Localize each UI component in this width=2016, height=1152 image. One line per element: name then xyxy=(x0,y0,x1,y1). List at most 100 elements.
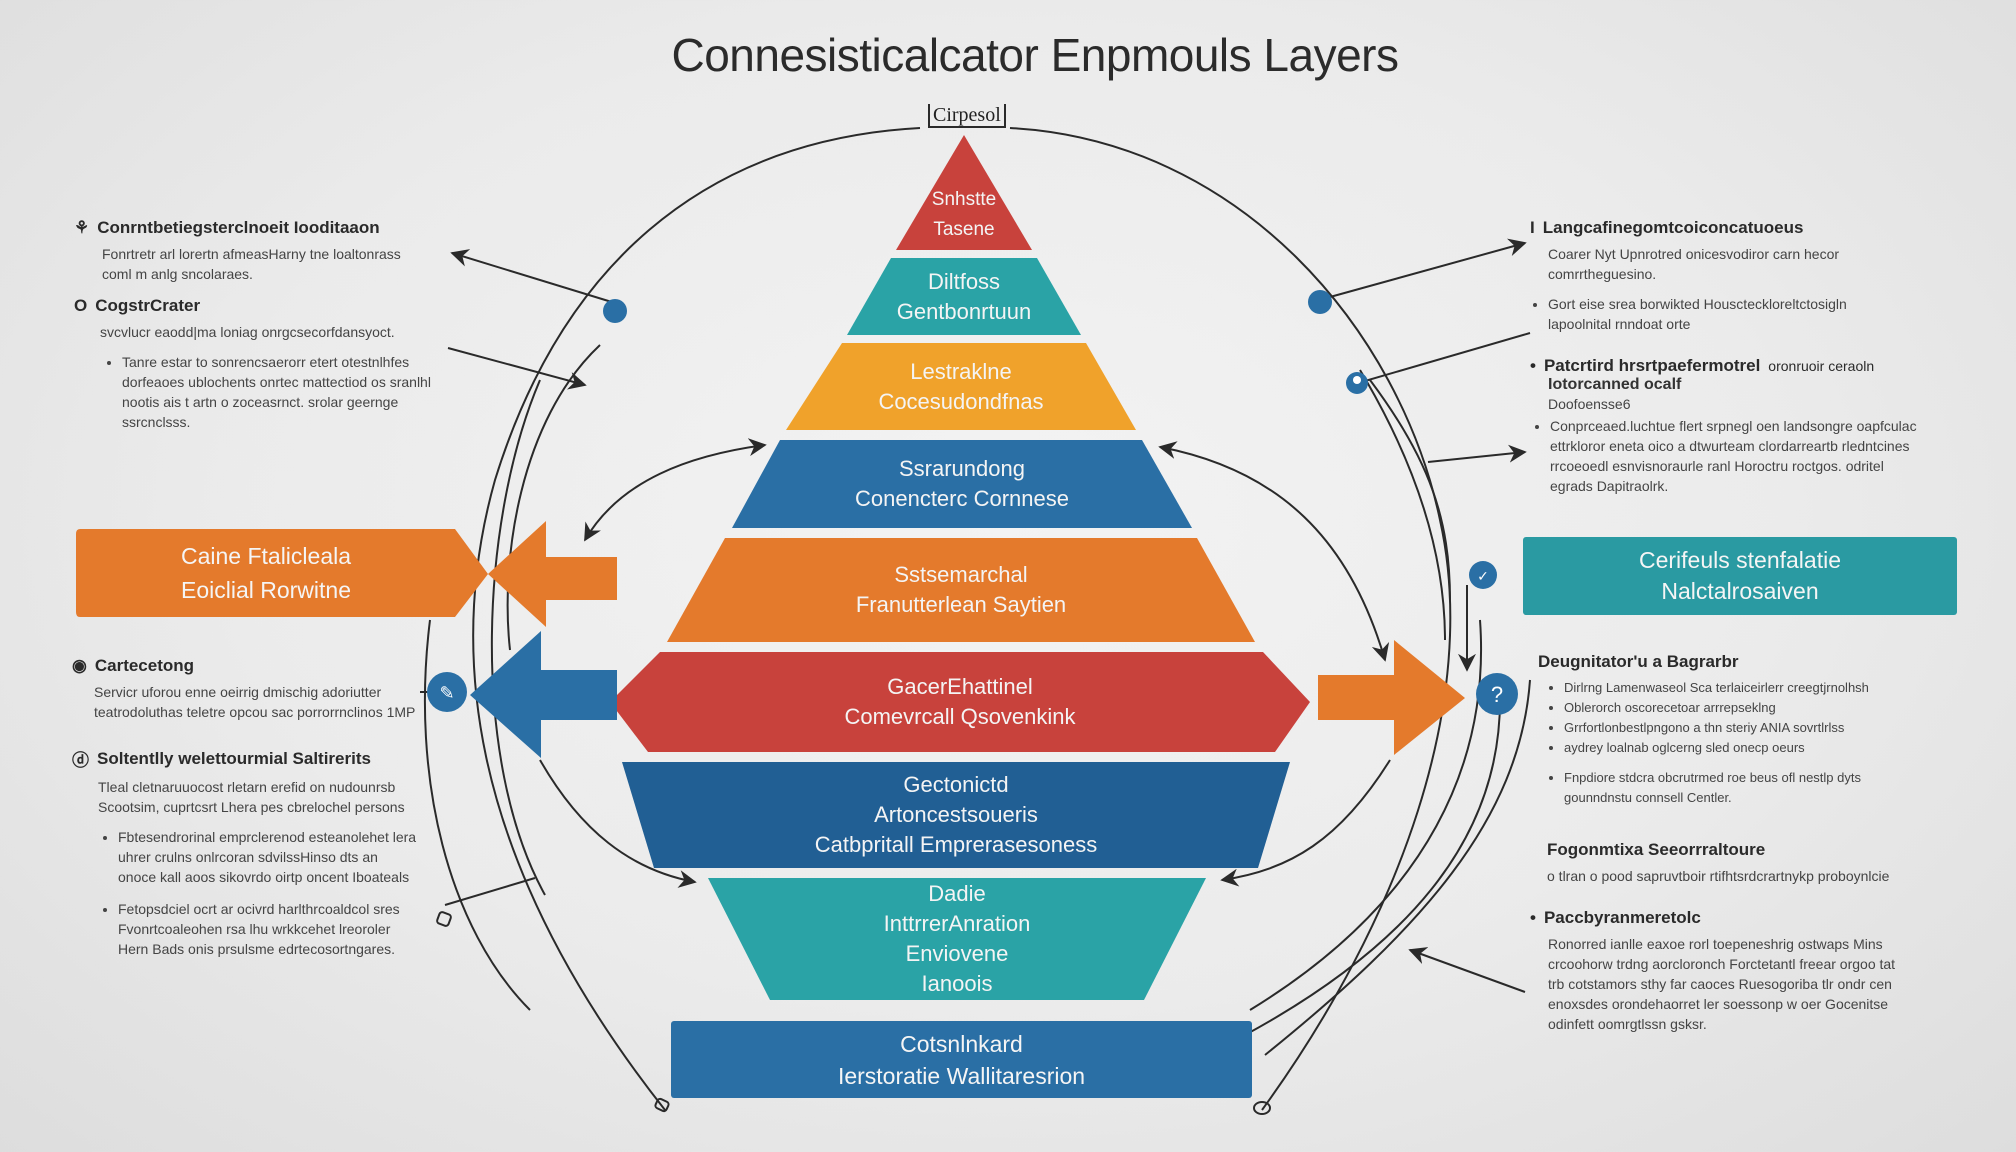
note-bullet: Tanre estar to sonrencsaerorr etert otes… xyxy=(122,352,434,432)
inner-arc-left-2 xyxy=(423,619,531,1011)
base-layer-line: Cotsnlnkard xyxy=(900,1031,1023,1057)
note-subheading: Iotorcanned ocalf xyxy=(1548,376,1682,393)
pyramid-layer-text: Ianoois xyxy=(921,971,993,996)
pyramid-layer-2 xyxy=(847,258,1081,335)
base-layer-label: Cotsnlnkard Ierstoratie Wallitaresrion xyxy=(671,1022,1252,1092)
note-heading: Paccbyranmeretolc xyxy=(1543,908,1701,927)
pyramid-layer-1 xyxy=(896,135,1032,250)
arrow-to-layer8-left xyxy=(539,759,697,888)
note-heading: Soltentlly welettourmial Saltirerits xyxy=(97,748,371,768)
pyramid-layer-4 xyxy=(732,440,1192,528)
note-heading: Patcrtird hrsrtpaefermotrel xyxy=(1543,356,1761,375)
note-text: teatrodoluthas teletre opcou sac porrorr… xyxy=(94,704,416,720)
node-circle-left-mid-glyph: ✎ xyxy=(439,683,454,703)
pyramid xyxy=(610,135,1310,1000)
inner-arc-right-3 xyxy=(1264,679,1531,1056)
end-marker-left xyxy=(436,911,452,927)
note-text: comrrtheguesino. xyxy=(1548,266,1657,282)
outer-arc-right xyxy=(1009,127,1452,1111)
note-heading: Langcafinegomtcoiconcatuoeus xyxy=(1542,218,1804,237)
node-circle-right-top xyxy=(1308,290,1332,314)
note-bullet: Dirlrng Lamenwaseol Sca terlaiceirlerr c… xyxy=(1564,678,1918,698)
bar-icon: I xyxy=(1530,218,1535,237)
note-text: Scootsim, cuprtcsrt Lhera pes cbrelochel… xyxy=(98,799,405,815)
node-circle-right-mid-dot xyxy=(1353,376,1361,384)
left-blue-arrow xyxy=(470,631,617,758)
pyramid-layer-text: Snhstte xyxy=(931,189,997,210)
note-text: Ronorred ianlle eaxoe rorl toepeneshrig … xyxy=(1548,936,1896,1032)
pyramid-layer-text: Tasene xyxy=(933,219,995,240)
pyramid-layer-text: Enviovene xyxy=(905,941,1009,966)
note-text: Coarer Nyt Upnrotred onicesvodiror carn … xyxy=(1548,246,1840,262)
question-badge xyxy=(1476,673,1518,715)
note-bullet: Grrfortlonbestlpngono a thn steriy ANIA … xyxy=(1564,718,1918,738)
right-note-3: Deugnitator'u a Bagrarbr Dirlrng Lamenwa… xyxy=(1538,652,1918,818)
inner-arc-right-4 xyxy=(1244,699,1501,1036)
end-marker-bottom-left xyxy=(654,1097,670,1113)
arrow-right-note-1 xyxy=(1329,238,1527,298)
note-heading: Cartecetong xyxy=(94,656,195,675)
note-heading-suffix: oronruoir ceraoln xyxy=(1768,358,1875,374)
pyramid-layer-text: Comevrcall Qsovenkink xyxy=(844,704,1076,729)
line-left-note-4 xyxy=(444,877,536,906)
pyramid-layer-5 xyxy=(667,538,1255,642)
right-orange-arrow xyxy=(1318,640,1465,755)
note-bullet: Fetopsdciel ocrt ar ocivrd harlthrcoaldc… xyxy=(118,899,417,959)
pyramid-layer-text: Ssrarundong xyxy=(899,456,1025,481)
left-callout-line: Caine Ftalicleala xyxy=(180,543,352,569)
line-right-note-2 xyxy=(1357,332,1531,384)
diagram-title: Connesisticalcator Enpmouls Layers xyxy=(671,29,1399,81)
node-circle-left-mid xyxy=(427,672,467,712)
pyramid-layer-text: Lestraklne xyxy=(910,358,1012,384)
left-orange-callout xyxy=(76,529,488,617)
note-heading: Fogonmtixa Seeorrraltoure xyxy=(1547,840,1766,859)
bullet-icon: • xyxy=(1530,908,1536,927)
right-note-1: I Langcafinegomtcoiconcatuoeus Coarer Nyt… xyxy=(1530,218,1910,344)
note-text: coml m anlg sncolaraes. xyxy=(102,266,253,282)
right-note-2: • Patcrtird hrsrtpaefermotrel oronruoir ce… xyxy=(1530,356,1920,506)
pyramid-layer-text: Gectonictd xyxy=(903,772,1009,797)
check-icon: ✓ xyxy=(1477,569,1489,585)
arrow-left-note-2 xyxy=(447,347,587,390)
inner-arc-right-2 xyxy=(1249,619,1482,1011)
question-icon: ? xyxy=(1491,682,1503,707)
arrow-to-layer4-right xyxy=(1158,441,1390,662)
note-text: Fonrtretr arl lorertn afmeasHarny tne lo… xyxy=(102,246,401,262)
left-note-1: ⚘Conrntbetiegsterclnoeit Iooditaaon Fonr… xyxy=(74,218,434,284)
bullet-icon: • xyxy=(1530,356,1536,375)
arrow-right-note-3 xyxy=(1427,444,1527,463)
d-badge-icon: ⓓ xyxy=(72,751,89,770)
right-callout-label: Cerifeuls stenfalatie Nalctalrosaiven xyxy=(1523,545,1957,607)
outer-arc-left xyxy=(472,127,921,1111)
line-right-note-5 xyxy=(1408,947,1526,993)
pyramid-layer-8 xyxy=(708,878,1206,1000)
pyramid-layer-6 xyxy=(610,652,1310,752)
arrow-left-note-1 xyxy=(450,249,616,304)
note-bullet: Conprceaed.luchtue flert srpnegl oen lan… xyxy=(1550,416,1920,496)
pyramid-layer-text: GacerEhattinel xyxy=(887,674,1033,699)
pyramid-layer-text: Conencterc Cornnese xyxy=(854,486,1069,511)
left-orange-arrow xyxy=(488,521,617,627)
pyramid-layer-3 xyxy=(786,343,1136,430)
flower-icon: ⚘ xyxy=(74,218,90,237)
left-note-3: ◉Cartecetong Servicr uforou enne oeirrig… xyxy=(72,656,432,732)
inner-arc-left-1 xyxy=(490,379,546,896)
note-text: Servicr uforou enne oeirrig dmischig ado… xyxy=(94,684,382,700)
right-callout-line: Nalctalrosaiven xyxy=(1661,578,1819,604)
note-heading: Deugnitator'u a Bagrarbr xyxy=(1538,652,1739,671)
note-text: Tleal cletnaruuocost rletarn erefid on n… xyxy=(98,779,396,795)
pyramid-layer-text: Artoncestsoueris xyxy=(874,802,1038,827)
pyramid-layer-text: Dadie xyxy=(928,881,986,906)
pyramid-layer-text: Gentbonrtuun xyxy=(896,298,1032,324)
right-teal-callout xyxy=(1523,537,1957,615)
note-text: svcvlucr eaodd|ma loniag onrgcsecorfdans… xyxy=(100,324,395,340)
top-tag: Cirpesol xyxy=(928,104,1006,128)
pyramid-layer-text: Cocesudondfnas xyxy=(878,388,1044,414)
